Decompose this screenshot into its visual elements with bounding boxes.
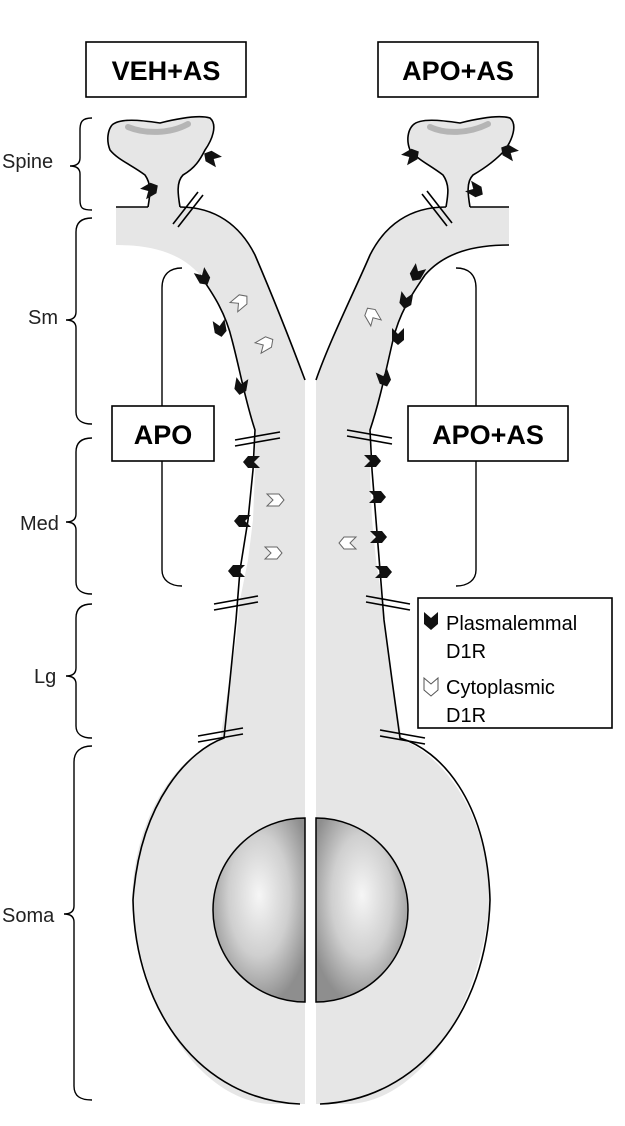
plasmalemmal-d1r-marker — [370, 531, 387, 543]
cytoplasmic-d1r-marker — [263, 546, 283, 560]
plasmalemmal-d1r-marker — [204, 150, 222, 168]
legend-box — [417, 597, 613, 729]
plasmalemmal-d1r-marker — [228, 565, 245, 577]
label-soma: Soma — [2, 905, 55, 927]
left-neuron — [107, 116, 306, 1105]
cytoplasmic-d1r-marker — [338, 536, 358, 550]
left-panel-title: VEH+AS — [112, 56, 221, 86]
apo-box — [111, 405, 215, 462]
plasmalemmal-d1r-marker — [501, 144, 519, 162]
right-neuron — [315, 116, 515, 1105]
label-spine: Spine — [2, 151, 53, 173]
cytoplasmic-d1r-marker — [228, 294, 248, 313]
cytoplasmic-d1r-marker — [265, 493, 285, 507]
plasmalemmal-d1r-marker — [401, 148, 419, 166]
plasmalemmal-d1r-marker — [409, 263, 427, 281]
label-sm: Sm — [28, 307, 58, 329]
apo-label: APO — [134, 420, 193, 450]
plasmalemmal-d1r-marker — [193, 267, 211, 285]
plasmalemmal-legend-marker — [424, 612, 438, 630]
legend-plasmalemmal: Plasmalemmal — [446, 613, 577, 635]
plasmalemmal-d1r-marker — [465, 180, 483, 198]
receptor-markers — [140, 144, 519, 578]
label-lg: Lg — [34, 666, 56, 688]
compartment-braces — [63, 117, 93, 1101]
plasmalemmal-d1r-marker — [375, 566, 392, 578]
right-panel-title: APO+AS — [402, 56, 514, 86]
plasmalemmal-d1r-marker — [375, 368, 392, 387]
cytoplasmic-d1r-marker — [364, 307, 383, 328]
legend-cytoplasmic-d1r: D1R — [446, 705, 486, 727]
plasmalemmal-d1r-marker — [399, 291, 414, 309]
plasmalemmal-d1r-marker — [140, 182, 158, 200]
legend-plasmalemmal-d1r: D1R — [446, 641, 486, 663]
legend-cytoplasmic: Cytoplasmic — [446, 677, 555, 699]
apo-as-label: APO+AS — [432, 420, 544, 450]
plasmalemmal-d1r-marker — [364, 455, 381, 467]
plasmalemmal-d1r-marker — [212, 319, 227, 337]
plasmalemmal-d1r-marker — [392, 328, 404, 345]
plasmalemmal-d1r-marker — [234, 377, 249, 395]
left-title-box — [85, 41, 247, 98]
apo-as-box — [407, 405, 569, 462]
plasmalemmal-d1r-marker — [234, 515, 251, 527]
plasmalemmal-d1r-marker — [243, 456, 260, 468]
cytoplasmic-d1r-marker — [253, 336, 274, 355]
right-title-box — [377, 41, 539, 98]
plasmalemmal-d1r-marker — [369, 491, 386, 503]
cytoplasmic-legend-marker — [423, 676, 439, 697]
label-med: Med — [20, 513, 59, 535]
